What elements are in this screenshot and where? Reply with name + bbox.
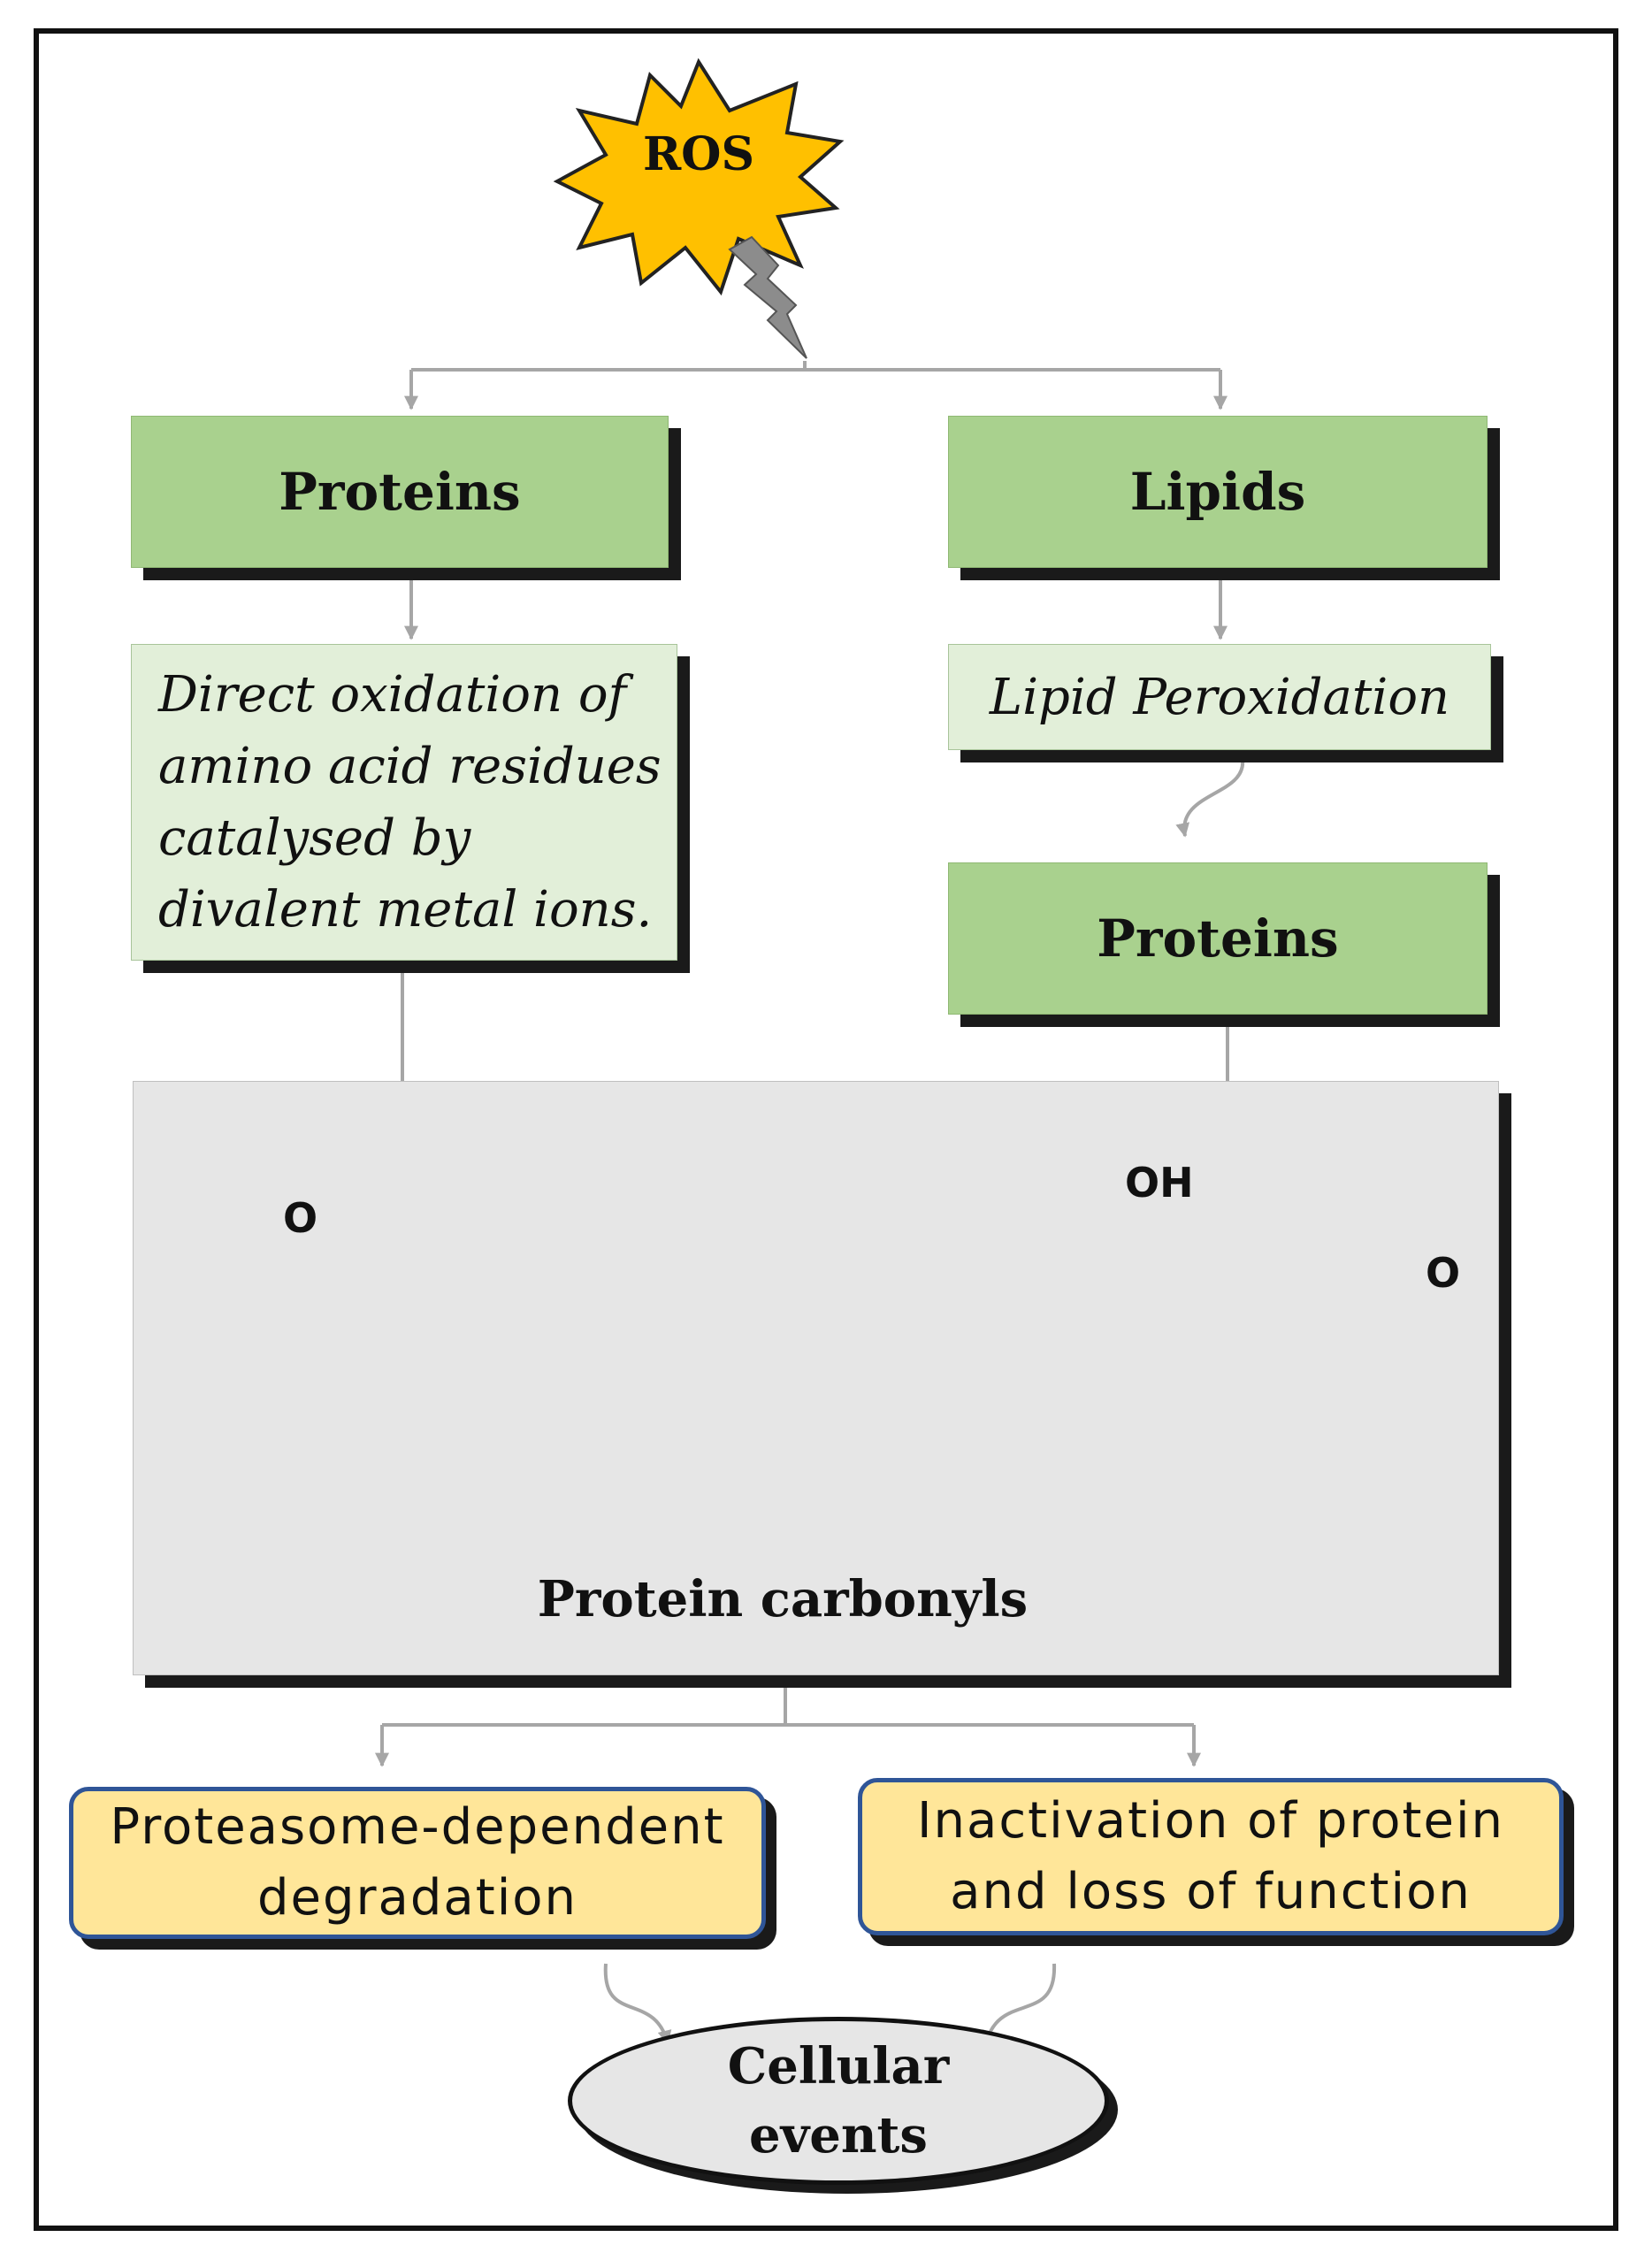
cellular-events-line-1: Cellular [727, 2037, 950, 2096]
connector-ros-split [404, 361, 1228, 410]
starburst-icon [553, 57, 845, 296]
direct-oxidation-line-1: Direct oxidation of [158, 666, 627, 724]
direct-oxidation-box: Direct oxidation of amino acid residues … [131, 644, 677, 961]
proteasome-box: Proteasome-dependent degradation [69, 1787, 766, 1939]
cellular-events-line-2: events [749, 2106, 928, 2165]
inactivation-line-2: and loss of function [950, 1863, 1472, 1920]
arrow-proteasome-events [603, 1963, 672, 2045]
arrow-inactivation-events [982, 1963, 1057, 2045]
protein-carbonyls-label: Protein carbonyls [537, 1570, 1029, 1628]
inactivation-line-1: Inactivation of protein [917, 1792, 1504, 1850]
lipid-peroxidation-label: Lipid Peroxidation [989, 668, 1450, 726]
arrow-peroxidation-proteins [1175, 758, 1245, 838]
direct-oxidation-line-3: catalysed by [158, 809, 471, 867]
proteins-label-right: Proteins [1097, 908, 1339, 969]
lipids-label: Lipids [1129, 462, 1306, 522]
proteasome-line-2: degradation [256, 1869, 578, 1927]
proteasome-line-1: Proteasome-dependent [110, 1798, 725, 1856]
cellular-events-ellipse: Cellular events [568, 2017, 1109, 2185]
hne-oh-label: OH [1125, 1159, 1194, 1207]
protein-carbonyls-panel [133, 1081, 1499, 1675]
lipid-peroxidation-box: Lipid Peroxidation [948, 644, 1491, 750]
connector-carbonyl-split [375, 1681, 1201, 1767]
ros-label: ROS [642, 127, 755, 181]
inactivation-box: Inactivation of protein and loss of func… [858, 1778, 1564, 1935]
lipids-box: Lipids [948, 416, 1488, 568]
proteins-box-right: Proteins [948, 862, 1488, 1015]
direct-oxidation-line-4: divalent metal ions. [158, 881, 653, 939]
hne-o-label: O [1426, 1249, 1461, 1297]
aldehyde-o-label: O [283, 1194, 318, 1242]
proteins-label-left: Proteins [279, 462, 521, 522]
direct-oxidation-line-2: amino acid residues [158, 738, 662, 795]
lightning-bolt-icon [728, 235, 807, 359]
proteins-box-left: Proteins [131, 416, 669, 568]
